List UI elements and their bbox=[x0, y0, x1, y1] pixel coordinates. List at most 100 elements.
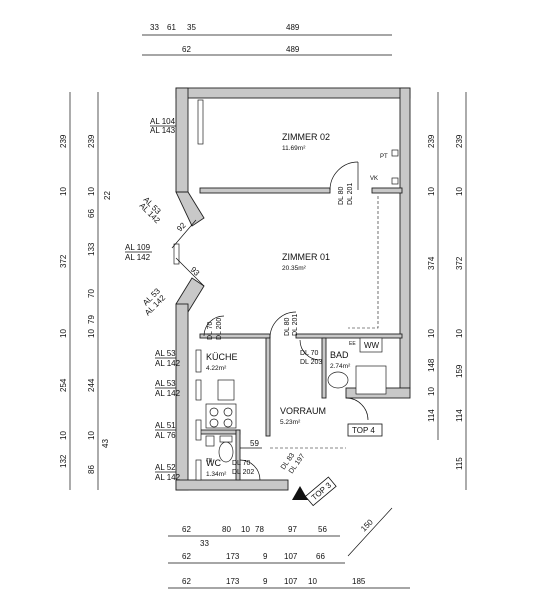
wall-top bbox=[175, 87, 411, 99]
door-labels: DL 80 DL 201 DL 70 DL 200 DL 80 DL 201 D… bbox=[207, 183, 354, 476]
bath-sink bbox=[327, 371, 349, 389]
dim-label: 114 bbox=[427, 409, 436, 422]
room-area-zimmer01: 20.35m² bbox=[282, 265, 307, 272]
ee-label: EE bbox=[349, 341, 356, 347]
dim-label: 372 bbox=[455, 256, 464, 270]
room-name-vorraum: VORRAUM bbox=[280, 406, 326, 416]
dim-label: 66 bbox=[316, 552, 325, 561]
door-label: DL 202 bbox=[232, 469, 254, 476]
dim-label: 10 bbox=[455, 187, 464, 196]
window-label: AL 53 bbox=[155, 349, 176, 358]
dim-label: 10 bbox=[308, 577, 317, 586]
dim-label: 372 bbox=[59, 254, 68, 268]
door-swing-4 bbox=[299, 339, 321, 361]
door-label: DL 80 bbox=[338, 186, 345, 205]
dim-label: 132 bbox=[59, 454, 68, 468]
ww-box bbox=[359, 337, 383, 353]
door-label: DL 203 bbox=[300, 359, 322, 366]
window-label: AL 142 bbox=[155, 473, 181, 482]
dim-label: 10 bbox=[59, 187, 68, 196]
dim-label: 239 bbox=[59, 134, 68, 148]
window-label: AL 143 bbox=[150, 126, 176, 135]
dim-label: 10 bbox=[427, 187, 436, 196]
window-labels: AL 104 AL 143 AL 109 AL 142 AL 53 AL 142… bbox=[125, 117, 181, 482]
room-labels: ZIMMER 02 11.69m² ZIMMER 01 20.35m² KÜCH… bbox=[206, 132, 351, 478]
dim-label: 244 bbox=[87, 378, 96, 392]
dim-label: 10 bbox=[59, 431, 68, 440]
dim-label: 107 bbox=[284, 577, 298, 586]
window-label: AL 142 bbox=[155, 389, 181, 398]
window-5 bbox=[195, 419, 202, 441]
top-tag-3 bbox=[304, 476, 337, 507]
dim-label: 78 bbox=[255, 525, 264, 534]
dim-label: 66 bbox=[87, 209, 96, 218]
wall-bath-left bbox=[321, 337, 327, 399]
dim-label: 114 bbox=[455, 409, 464, 422]
dim-label: 62 bbox=[182, 577, 191, 586]
window-4 bbox=[195, 379, 202, 401]
dim-label: 254 bbox=[59, 378, 68, 392]
wall-wc-right bbox=[235, 429, 241, 481]
wc-sink bbox=[205, 435, 215, 447]
dim-label: 148 bbox=[427, 358, 436, 372]
room-name-kueche: KÜCHE bbox=[206, 352, 238, 362]
window-label: AL 104 bbox=[150, 117, 176, 126]
wall-diag-1 bbox=[175, 191, 205, 227]
kitchen-sink bbox=[217, 379, 235, 401]
door-swings bbox=[203, 161, 369, 481]
door-label: DL 70 bbox=[207, 321, 214, 340]
dims-right: 239 10 374 10 148 10 114 115 239 10 372 … bbox=[427, 92, 467, 490]
toilet bbox=[218, 441, 234, 463]
room-area-wc: 1.34m² bbox=[206, 471, 227, 478]
dim-label: 10 bbox=[427, 329, 436, 338]
vk-label: VK bbox=[370, 176, 378, 182]
door-label: DL 201 bbox=[292, 314, 299, 336]
door-swing-1 bbox=[329, 161, 359, 191]
window-label: AL 142 bbox=[125, 253, 151, 262]
shower-tray bbox=[355, 365, 387, 395]
dim-label: 115 bbox=[455, 457, 464, 470]
dim-label: 62 bbox=[182, 45, 191, 54]
wall-partition-1 bbox=[199, 187, 331, 194]
window-label: AL 109 bbox=[125, 243, 151, 252]
dim-label: 239 bbox=[427, 134, 436, 148]
window-label: AL 53 bbox=[155, 379, 176, 388]
dim-label: 489 bbox=[286, 45, 300, 54]
dim-label: 62 bbox=[182, 552, 191, 561]
windows bbox=[173, 99, 204, 481]
ww-label: WW bbox=[364, 341, 380, 350]
dim-label: 61 bbox=[167, 23, 176, 32]
dim-label: 374 bbox=[427, 256, 436, 270]
wall-wc-top bbox=[199, 429, 241, 435]
dim-label: 489 bbox=[286, 23, 300, 32]
window-label: AL 51 bbox=[155, 421, 176, 430]
dim-label: 22 bbox=[103, 191, 112, 200]
dim-label: 107 bbox=[284, 552, 298, 561]
dim-label: 93 bbox=[189, 265, 202, 278]
wall-kitchen-right bbox=[265, 337, 271, 437]
dashed-guides bbox=[270, 196, 379, 449]
wall-right bbox=[399, 87, 411, 389]
dim-label: 159 bbox=[455, 364, 464, 378]
tb-label: TB bbox=[206, 458, 213, 464]
pt-box-1 bbox=[391, 149, 399, 157]
window-label: AL 142 bbox=[155, 359, 181, 368]
dim-label: 133 bbox=[87, 242, 96, 256]
door-label: DL 201 bbox=[347, 183, 354, 205]
wall-partition-2b bbox=[295, 333, 403, 339]
dim-label: 10 bbox=[59, 329, 68, 338]
dim-label: 35 bbox=[187, 23, 196, 32]
dim-label: 9 bbox=[263, 577, 268, 586]
door-label: DL 80 bbox=[284, 317, 291, 336]
door-label: DL 70 bbox=[300, 350, 319, 357]
dim-label: 239 bbox=[455, 134, 464, 148]
dim-label: 62 bbox=[182, 525, 191, 534]
dim-label: 70 bbox=[87, 289, 96, 298]
dim-label: 173 bbox=[226, 552, 240, 561]
window-3 bbox=[195, 349, 202, 373]
wall-bottom bbox=[175, 479, 289, 491]
window-label: AL 52 bbox=[155, 463, 176, 472]
dim-label: 10 bbox=[87, 431, 96, 440]
top-tag-3-arrow bbox=[292, 486, 308, 500]
dim-label: 10 bbox=[427, 387, 436, 396]
